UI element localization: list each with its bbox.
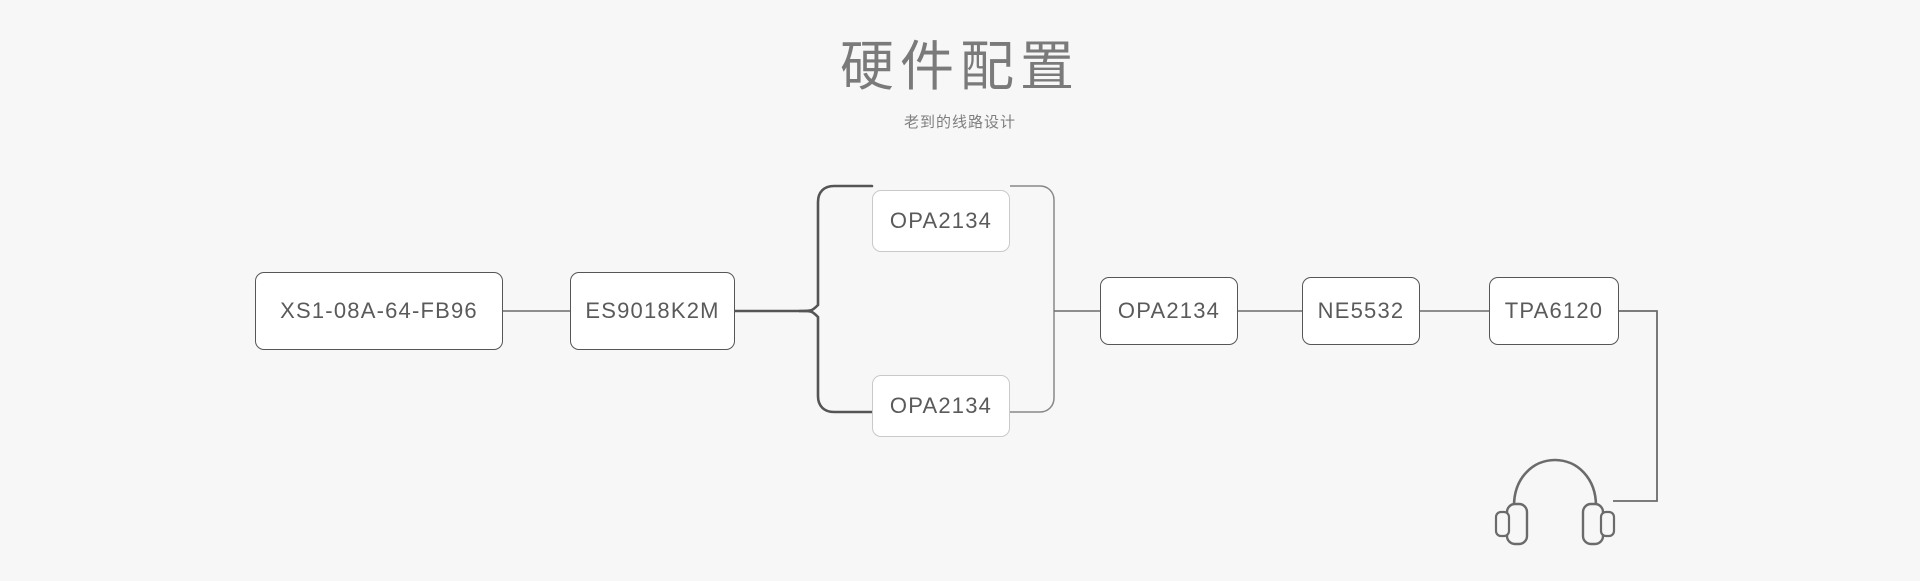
node-usb[interactable]: XS1-08A-64-FB96	[255, 272, 503, 350]
page-subtitle: 老到的线路设计	[903, 114, 1016, 132]
node-label: OPA2134	[889, 208, 993, 233]
edge-split-to-lpf-bot	[798, 309, 874, 414]
node-label: ES9018K2M	[585, 298, 720, 323]
node-buffer[interactable]: OPA2134	[1100, 277, 1238, 345]
edge-lpf-bot-to-merge	[1010, 311, 1055, 413]
node-label: NE5532	[1317, 298, 1405, 323]
node-lpf-top[interactable]: OPA2134	[872, 190, 1010, 252]
edge-lpf-top-to-merge	[1010, 185, 1055, 311]
node-label: OPA2134	[889, 393, 993, 418]
node-dac[interactable]: ES9018K2M	[570, 272, 735, 350]
edge-split-to-lpf-top	[798, 184, 874, 313]
page-header: 硬件配置 老到的线路设计	[0, 0, 1920, 132]
node-preamp[interactable]: NE5532	[1302, 277, 1420, 345]
node-lpf-bot[interactable]: OPA2134	[872, 375, 1010, 437]
edge-hpamp-to-headphones	[1613, 310, 1658, 502]
connector-layer	[503, 184, 1658, 502]
node-hp-amp[interactable]: TPA6120	[1489, 277, 1619, 345]
node-label: XS1-08A-64-FB96	[280, 298, 478, 323]
node-label: TPA6120	[1504, 298, 1604, 323]
page-title: 硬件配置	[840, 37, 1080, 97]
headphones-icon	[1494, 458, 1616, 546]
node-label: OPA2134	[1117, 298, 1221, 323]
